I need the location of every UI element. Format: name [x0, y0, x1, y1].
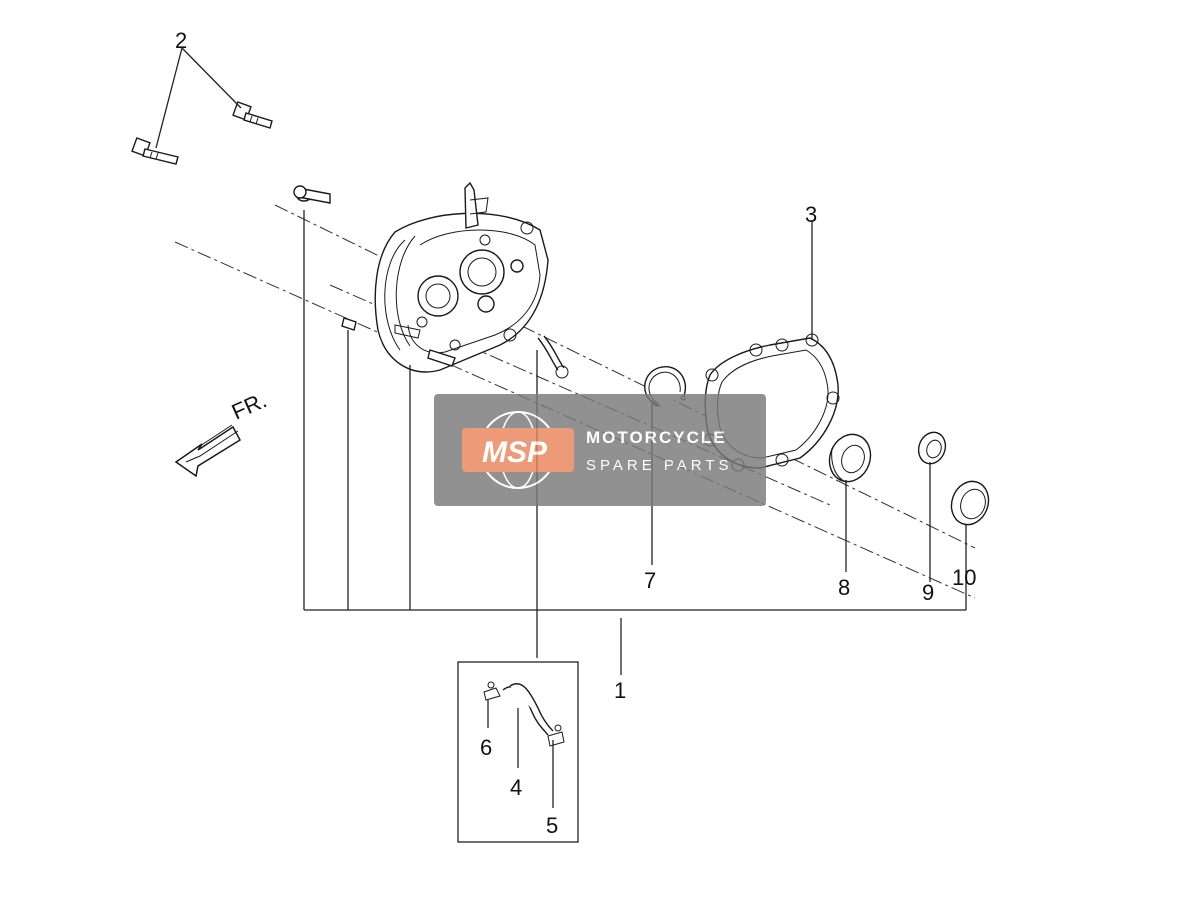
part-label-3[interactable]: 3: [805, 202, 817, 227]
hose-kit-detail-box: [457, 661, 579, 843]
part-label-2[interactable]: 2: [175, 28, 187, 53]
small-plug[interactable]: [341, 317, 357, 331]
part-label-10[interactable]: 10: [952, 565, 976, 590]
watermark-logo-text: MSP: [482, 436, 548, 469]
bolt-lower[interactable]: [131, 137, 179, 165]
front-direction-label: FR.: [228, 387, 271, 424]
watermark-logo-box: [462, 428, 574, 472]
bolt-upper[interactable]: [232, 101, 273, 129]
hose-clip-lower[interactable]: [547, 724, 565, 747]
breather-hose[interactable]: [502, 683, 554, 736]
part-label-6[interactable]: 6: [480, 735, 492, 760]
part-number-labels: 1 2 3 4 5 6 7 8 9 10: [175, 28, 976, 838]
part-label-5[interactable]: 5: [546, 813, 558, 838]
bearing-small[interactable]: [914, 429, 949, 468]
part-label-7[interactable]: 7: [644, 568, 656, 593]
oil-seal[interactable]: [946, 476, 995, 530]
dowel-pin[interactable]: [293, 185, 331, 204]
bearing-large[interactable]: [823, 429, 877, 488]
front-direction-arrow-icon: [174, 424, 241, 478]
watermark-panel: [434, 394, 766, 506]
watermark-subtitle: SPARE PARTS: [586, 457, 733, 474]
part-label-8[interactable]: 8: [838, 575, 850, 600]
watermark: MSP MOTORCYCLE SPARE PARTS: [434, 394, 766, 506]
part-label-4[interactable]: 4: [510, 775, 522, 800]
watermark-title: MOTORCYCLE: [586, 428, 727, 447]
hose-clip-upper[interactable]: [483, 681, 501, 701]
part-label-1[interactable]: 1: [614, 678, 626, 703]
part-label-9[interactable]: 9: [922, 580, 934, 605]
transmission-cover-housing[interactable]: [374, 181, 569, 379]
